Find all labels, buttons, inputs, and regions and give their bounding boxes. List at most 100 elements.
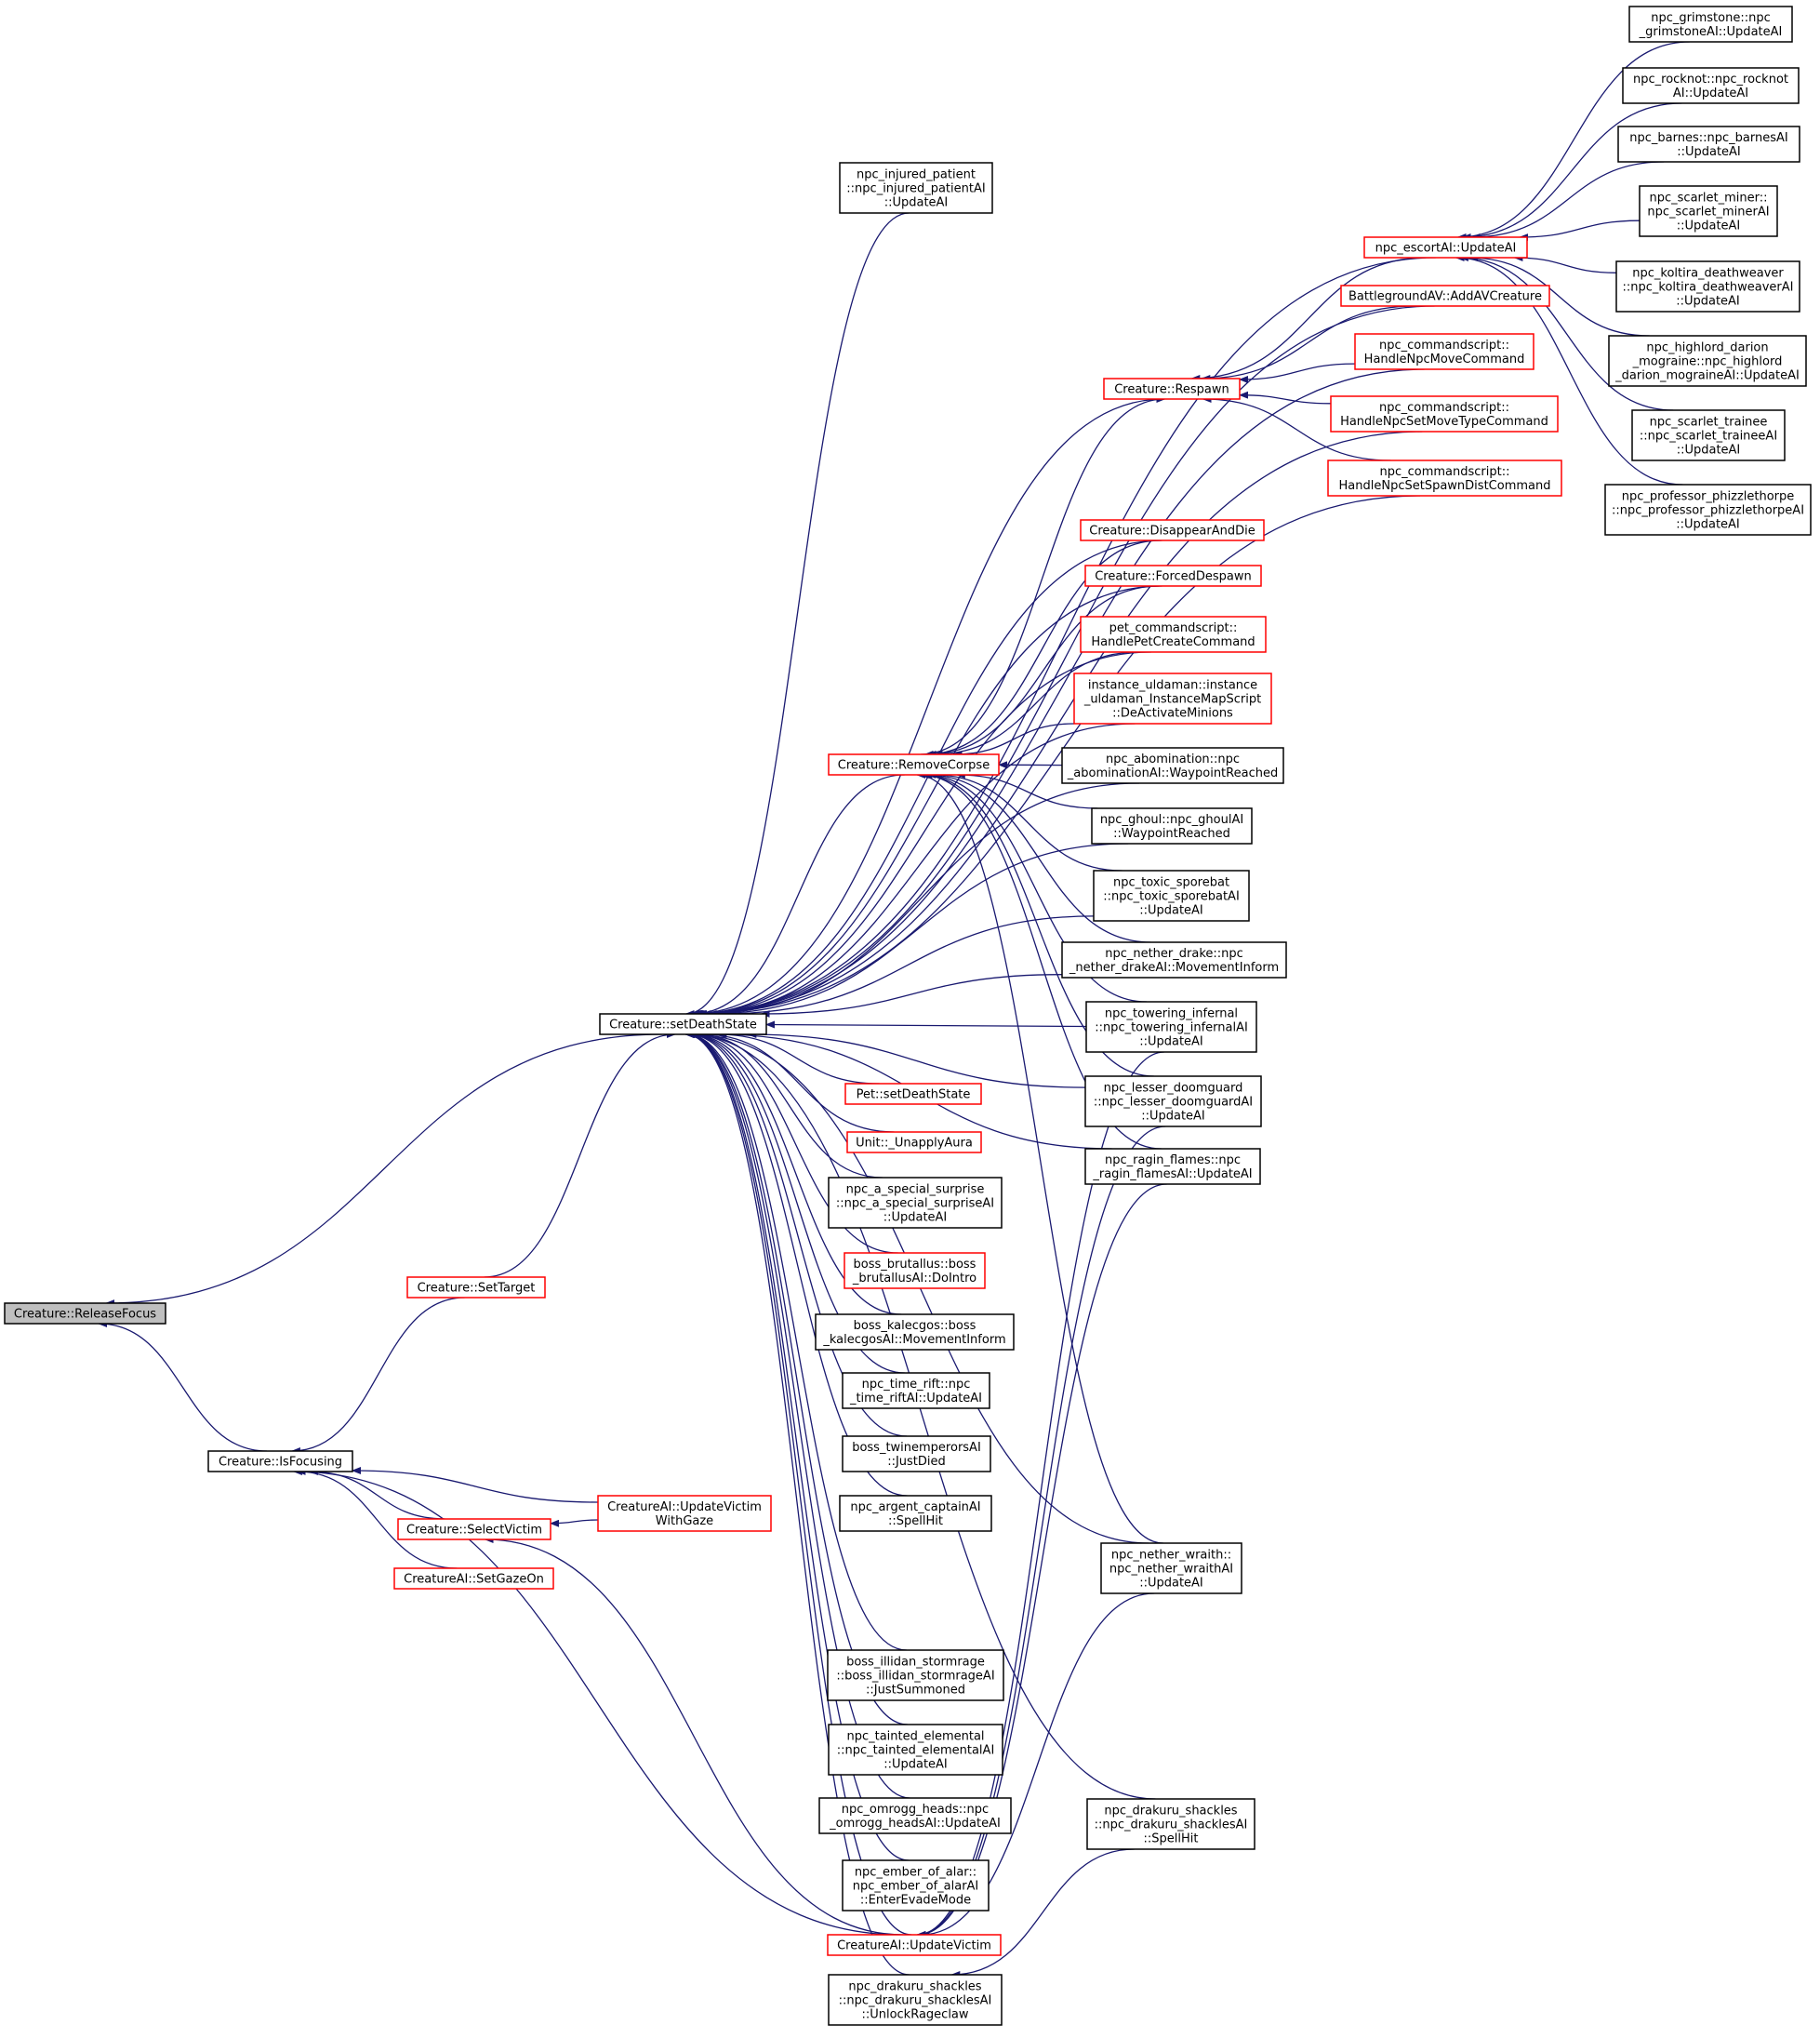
edge-isfocusing-to-releasefocus — [98, 1320, 268, 1452]
node-uldaman[interactable]: instance_uldaman::instance_uldaman_Insta… — [1073, 673, 1272, 725]
node-taintedelemental[interactable]: npc_tainted_elemental::npc_tainted_eleme… — [828, 1724, 1003, 1776]
node-highlord[interactable]: npc_highlord_darion_mograine::npc_highlo… — [1608, 335, 1807, 387]
node-box — [842, 1859, 990, 1911]
node-box — [1073, 673, 1272, 725]
node-netherdrake[interactable]: npc_nether_drake::npc_nether_drakeAI::Mo… — [1061, 941, 1287, 979]
node-settarget[interactable]: Creature::SetTarget — [406, 1276, 546, 1299]
node-label: ::UpdateAI — [1139, 1577, 1203, 1591]
node-label: npc_a_special_surprise — [846, 1183, 985, 1197]
node-label: boss_brutallus::boss — [854, 1258, 976, 1272]
edge-toxicsporebat-to-removecorpse — [933, 771, 1123, 872]
node-netherwraith[interactable]: npc_nether_wraith::npc_nether_wraithAI::… — [1100, 1542, 1242, 1594]
node-label: ::npc_injured_patientAI — [846, 182, 985, 196]
node-ghoul[interactable]: npc_ghoul::npc_ghoulAI::WaypointReached — [1091, 807, 1253, 845]
node-label: npc_commandscript:: — [1379, 339, 1509, 353]
node-timerift[interactable]: npc_time_rift::npc_time_riftAI::UpdateAI — [842, 1372, 990, 1409]
node-box — [828, 753, 1000, 776]
node-npcsetspawndist[interactable]: npc_commandscript::HandleNpcSetSpawnDist… — [1327, 460, 1562, 497]
node-label: ::UpdateAI — [883, 1758, 948, 1772]
node-label: _brutallusAI::DoIntro — [852, 1272, 976, 1285]
node-toxicsporebat[interactable]: npc_toxic_sporebat::npc_toxic_sporebatAI… — [1093, 870, 1250, 922]
node-illidan[interactable]: boss_illidan_stormrage::boss_illidan_sto… — [827, 1649, 1004, 1701]
node-argentcaptain[interactable]: npc_argent_captainAI::SpellHit — [839, 1495, 992, 1532]
node-escortai[interactable]: npc_escortAI::UpdateAI — [1363, 236, 1528, 259]
node-npcsetmovetype[interactable]: npc_commandscript::HandleNpcSetMoveTypeC… — [1330, 395, 1559, 433]
node-unapplyaura[interactable]: Unit::_UnapplyAura — [846, 1131, 982, 1153]
node-label: Creature::setDeathState — [609, 1019, 757, 1032]
node-abomination[interactable]: npc_abomination::npc_abominationAI::Wayp… — [1061, 747, 1284, 784]
edge-highlord-to-escortai — [1468, 254, 1650, 337]
node-box — [1085, 1001, 1257, 1053]
node-label: npc_nether_wraithAI — [1109, 1563, 1233, 1577]
node-raginflames[interactable]: npc_ragin_flames::npc_ragin_flamesAI::Up… — [1084, 1148, 1261, 1185]
node-phizzlethorpe[interactable]: npc_professor_phizzlethorpe::npc_profess… — [1604, 484, 1812, 536]
edge-abomination-to-setdeathstate — [701, 782, 1140, 1018]
node-toweringinfernal[interactable]: npc_towering_infernal::npc_towering_infe… — [1085, 1001, 1257, 1053]
node-label: ::UpdateAI — [884, 196, 949, 210]
node-box — [1084, 1148, 1261, 1185]
node-label: ::UpdateAI — [1677, 444, 1741, 458]
node-drakurushacklesrage[interactable]: npc_drakuru_shackles::npc_drakuru_shackl… — [828, 1974, 1003, 2026]
node-setdeathstate[interactable]: Creature::setDeathState — [599, 1013, 767, 1035]
edge-phizzlethorpe-to-escortai — [1455, 254, 1683, 486]
node-label: ::UpdateAI — [883, 1211, 948, 1225]
node-brutallus[interactable]: boss_brutallus::boss_brutallusAI::DoIntr… — [844, 1252, 986, 1289]
node-label: _uldaman_InstanceMapScript — [1083, 693, 1261, 707]
edge-grimstone-to-escortai — [1456, 41, 1690, 241]
node-label: ::EnterEvadeMode — [860, 1894, 971, 1908]
node-isfocusing[interactable]: Creature::IsFocusing — [207, 1450, 353, 1472]
node-selectvictim[interactable]: Creature::SelectVictim — [397, 1518, 551, 1540]
edge-toxicsporebat-to-setdeathstate — [721, 915, 1095, 1018]
edge-timerift-to-setdeathstate — [688, 1031, 905, 1374]
node-petsetdeathstate[interactable]: Pet::setDeathState — [844, 1083, 982, 1105]
node-twinemperors[interactable]: boss_twinemperorsAI::JustDied — [842, 1435, 991, 1472]
node-respawn[interactable]: Creature::Respawn — [1103, 378, 1241, 400]
node-specialsurprise[interactable]: npc_a_special_surprise::npc_a_special_su… — [828, 1177, 1003, 1229]
node-scarletminer[interactable]: npc_scarlet_miner::npc_scarlet_minerAI::… — [1639, 185, 1778, 237]
node-box — [1103, 378, 1241, 400]
edge-updatevictimwithgaze-to-selectvictim — [550, 1519, 599, 1527]
node-emberofalar[interactable]: npc_ember_of_alar::npc_ember_of_alarAI::… — [842, 1859, 990, 1911]
node-injuredpatient[interactable]: npc_injured_patient::npc_injured_patient… — [839, 162, 993, 214]
node-barnes[interactable]: npc_barnes::npc_barnesAI::UpdateAI — [1617, 126, 1800, 163]
node-box — [1084, 565, 1262, 587]
node-releasefocus[interactable]: Creature::ReleaseFocus — [4, 1302, 166, 1325]
node-label: HandleNpcSetMoveTypeCommand — [1340, 415, 1548, 429]
node-koltira[interactable]: npc_koltira_deathweaver::npc_koltira_dea… — [1615, 260, 1800, 313]
node-layer: Creature::ReleaseFocusCreature::IsFocusi… — [4, 6, 1812, 2026]
node-forceddespawn[interactable]: Creature::ForcedDespawn — [1084, 565, 1262, 587]
node-lesserdoomguard[interactable]: npc_lesser_doomguard::npc_lesser_doomgua… — [1084, 1075, 1262, 1127]
node-kalecgos[interactable]: boss_kalecgos::boss_kalecgosAI::Movement… — [815, 1313, 1015, 1351]
node-npcmove[interactable]: npc_commandscript::HandleNpcMoveCommand — [1354, 333, 1534, 370]
edge-raginflames-to-removecorpse — [919, 771, 1162, 1150]
node-grimstone[interactable]: npc_grimstone::npc_grimstoneAI::UpdateAI — [1628, 6, 1793, 43]
node-box — [842, 1435, 991, 1472]
edge-escortai-to-setdeathstate — [692, 257, 1436, 1018]
edge-petsetdeathstate-to-setdeathstate — [715, 1031, 880, 1085]
node-updatevictim[interactable]: CreatureAI::UpdateVictim — [827, 1934, 1002, 1956]
node-label: HandleNpcMoveCommand — [1364, 353, 1525, 366]
node-label: ::UpdateAI — [1677, 220, 1741, 233]
node-label: ::UpdateAI — [1139, 1035, 1203, 1049]
node-label: Creature::ReleaseFocus — [14, 1308, 156, 1322]
edge-netherwraith-to-removecorpse — [916, 771, 1163, 1544]
node-setgazeon[interactable]: CreatureAI::SetGazeOn — [393, 1567, 554, 1590]
node-addavcreature[interactable]: BattlegroundAV::AddAVCreature — [1340, 285, 1550, 307]
node-label: ::boss_illidan_stormrageAI — [836, 1670, 994, 1684]
node-label: _ragin_flamesAI::UpdateAI — [1092, 1167, 1252, 1181]
node-disappear[interactable]: Creature::DisappearAndDie — [1080, 519, 1265, 541]
edge-layer — [98, 41, 1690, 1978]
node-removecorpse[interactable]: Creature::RemoveCorpse — [828, 753, 1000, 776]
node-petcreate[interactable]: pet_commandscript::HandlePetCreateComman… — [1080, 616, 1267, 653]
node-box — [1608, 335, 1807, 387]
node-box — [839, 162, 993, 214]
node-scarlettrainee[interactable]: npc_scarlet_trainee::npc_scarlet_trainee… — [1631, 409, 1786, 461]
node-drakurushacklesspell[interactable]: npc_drakuru_shackles::npc_drakuru_shackl… — [1086, 1798, 1255, 1850]
node-label: ::UpdateAI — [1676, 518, 1740, 532]
node-omrogg[interactable]: npc_omrogg_heads::npc_omrogg_headsAI::Up… — [818, 1797, 1012, 1834]
edge-scarletminer-to-escortai — [1519, 220, 1641, 241]
edge-netherdrake-to-removecorpse — [926, 771, 1151, 943]
